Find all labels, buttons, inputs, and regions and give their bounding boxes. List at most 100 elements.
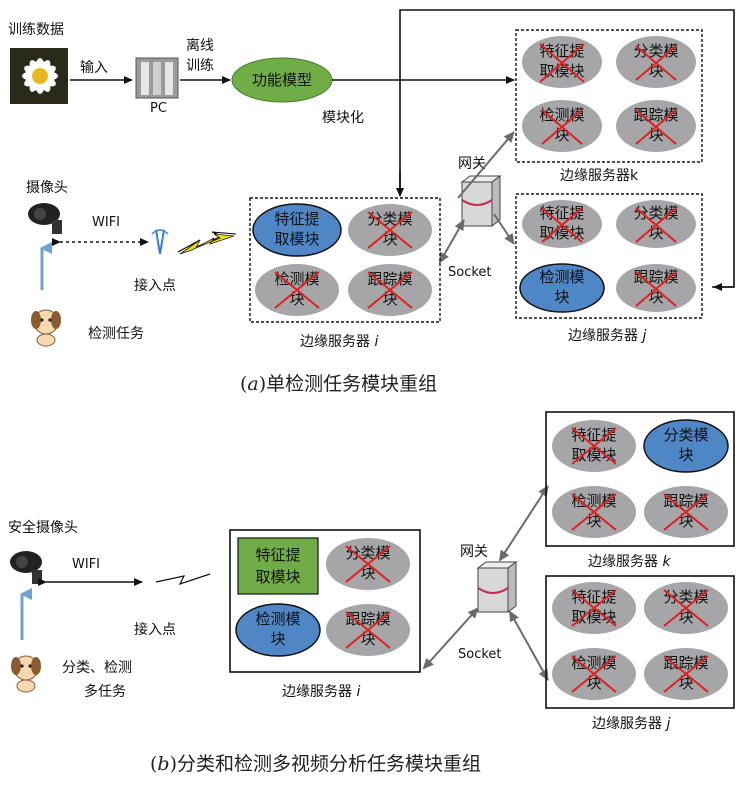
b-i-classify-text1: 分类模 [345,544,390,562]
a-access-point-label: 接入点 [134,277,176,294]
b-j-classify-cross-icon [663,589,709,627]
b-j-feature-text2: 取模块 [571,608,616,626]
a-k-classify-text2: 块 [648,62,663,80]
offline-label-line1: 离线 [186,37,214,54]
b-j-detect-text2: 块 [586,674,601,692]
b-server-j-modules: 特征提 取模块 分类模 块 检测模 块 跟踪模 块 [552,582,728,700]
a-j-classify-cross-icon [635,207,677,243]
b-k-classify-module-active [643,419,729,473]
offline-label-line2: 训练 [186,58,214,74]
a-i-classify-text2: 块 [382,230,397,248]
b-gateway-label: 网关 [460,544,488,560]
b-task-label-line2: 多任务 [84,683,126,700]
b-server-k-modules: 特征提 取模块 分类模 块 检测模 块 跟踪模 块 [552,419,729,538]
b-j-detect-text1: 检测模 [571,654,616,672]
a-k-track-text1: 跟踪模 [633,106,678,124]
a-k-track-cross-icon [635,109,677,145]
a-camera-icon [28,203,62,234]
a-i-track-text2: 块 [382,290,397,308]
b-server-i-box [229,529,421,673]
b-k-detect-text1: 检测模 [571,492,616,510]
b-k-feature-cross-icon [571,427,617,465]
a-gateway-router-icon [460,175,502,227]
b-i-track-cross-icon [345,611,391,649]
a-server-i-to-gateway-arrow [439,219,465,264]
b-server-i-modules: 特征提 取模块 分类模 块 检测模 块 跟踪模 块 [235,537,410,657]
a-j-classify-text2: 块 [648,224,663,242]
a-i-classify-text1: 分类模 [367,210,412,228]
a-i-feature-text1: 特征提 [274,210,319,228]
a-dog-icon [31,309,61,347]
modularize-label: 模块化 [322,110,364,126]
b-k-track-text1: 跟踪模 [663,492,708,510]
b-i-classify-cross-icon [345,545,391,583]
b-gateway-to-k-arrow [498,485,549,562]
b-i-feature-text2: 取模块 [255,568,300,586]
a-k-classify-cross-icon [635,45,677,81]
a-server-k-label: 边缘服务器k [560,168,639,184]
b-i-detect-text2: 块 [270,630,285,648]
a-i-feature-text2: 取模块 [274,230,319,248]
input-label: 输入 [80,60,108,76]
pc-label: PC [150,101,167,116]
b-wireless-link-icon [155,573,211,586]
b-dog-icon [11,655,41,693]
a-server-k-box [515,29,703,163]
b-access-point-label: 接入点 [134,621,176,638]
a-j-track-cross-icon [635,271,677,307]
pc-server-icon [135,57,179,99]
b-task-label-line1: 分类、检测 [62,660,132,676]
b-k-feature-text2: 取模块 [571,446,616,464]
a-server-j-box [515,193,703,319]
b-k-detect-text2: 块 [586,512,601,530]
a-k-feature-text1: 特征提 [539,42,584,60]
a-i-detect-text1: 检测模 [274,270,319,288]
b-i-detect-text1: 检测模 [255,610,300,628]
b-k-track-cross-icon [663,493,709,531]
a-lightning-icon [179,233,235,255]
a-k-track-text2: 块 [648,126,663,144]
a-i-feature-module-active [252,203,342,257]
b-k-track-text2: 块 [678,512,693,530]
a-i-classify-cross-icon [367,211,413,249]
a-i-detect-text2: 块 [289,290,304,308]
b-j-feature-cross-icon [571,589,617,627]
b-k-classify-text1: 分类模 [663,426,708,444]
b-j-classify-text1: 分类模 [663,588,708,606]
b-i-feature-module-active [237,537,319,595]
b-server-k-box [545,411,735,547]
a-i-detect-cross-icon [274,271,320,309]
a-j-feature-cross-icon [541,207,583,243]
a-k-feature-text2: 取模块 [539,62,584,80]
b-server-j-box [545,575,735,709]
a-detect-task-label: 检测任务 [88,326,144,342]
b-j-feature-text1: 特征提 [571,588,616,606]
a-access-point-antenna-icon [151,229,169,255]
b-gateway-router-icon [476,561,518,613]
b-k-feature-text1: 特征提 [571,426,616,444]
b-j-track-cross-icon [663,655,709,693]
b-j-classify-text2: 块 [678,608,693,626]
b-camera-label: 安全摄像头 [8,519,78,536]
b-i-track-text2: 块 [360,630,375,648]
a-gateway-to-k-arrow [457,131,515,199]
b-server-i-to-gateway-arrow [422,607,479,670]
b-gateway-to-j-arrow [509,610,549,681]
a-j-detect-text2: 块 [554,288,569,306]
a-i-track-cross-icon [367,271,413,309]
b-k-detect-cross-icon [571,493,617,531]
training-data-flower-image [10,48,68,104]
a-socket-label: Socket [448,265,492,280]
b-server-k-label: 边缘服务器 k [588,554,671,570]
a-k-detect-cross-icon [541,109,583,145]
b-server-j-label: 边缘服务器 j [592,716,670,732]
a-server-k-modules: 特征提 取模块 分类模 块 检测模 块 跟踪模 块 [522,36,696,152]
a-server-j-modules: 特征提 取模块 分类模 块 检测模 块 跟踪模 块 [519,200,696,313]
b-camera-icon [10,551,42,584]
training-data-label: 训练数据 [8,22,64,38]
a-j-classify-text1: 分类模 [633,204,678,222]
b-server-i-label: 边缘服务器 i [282,684,360,700]
function-model-label: 功能模型 [252,71,312,89]
a-gateway-label: 网关 [458,156,486,172]
